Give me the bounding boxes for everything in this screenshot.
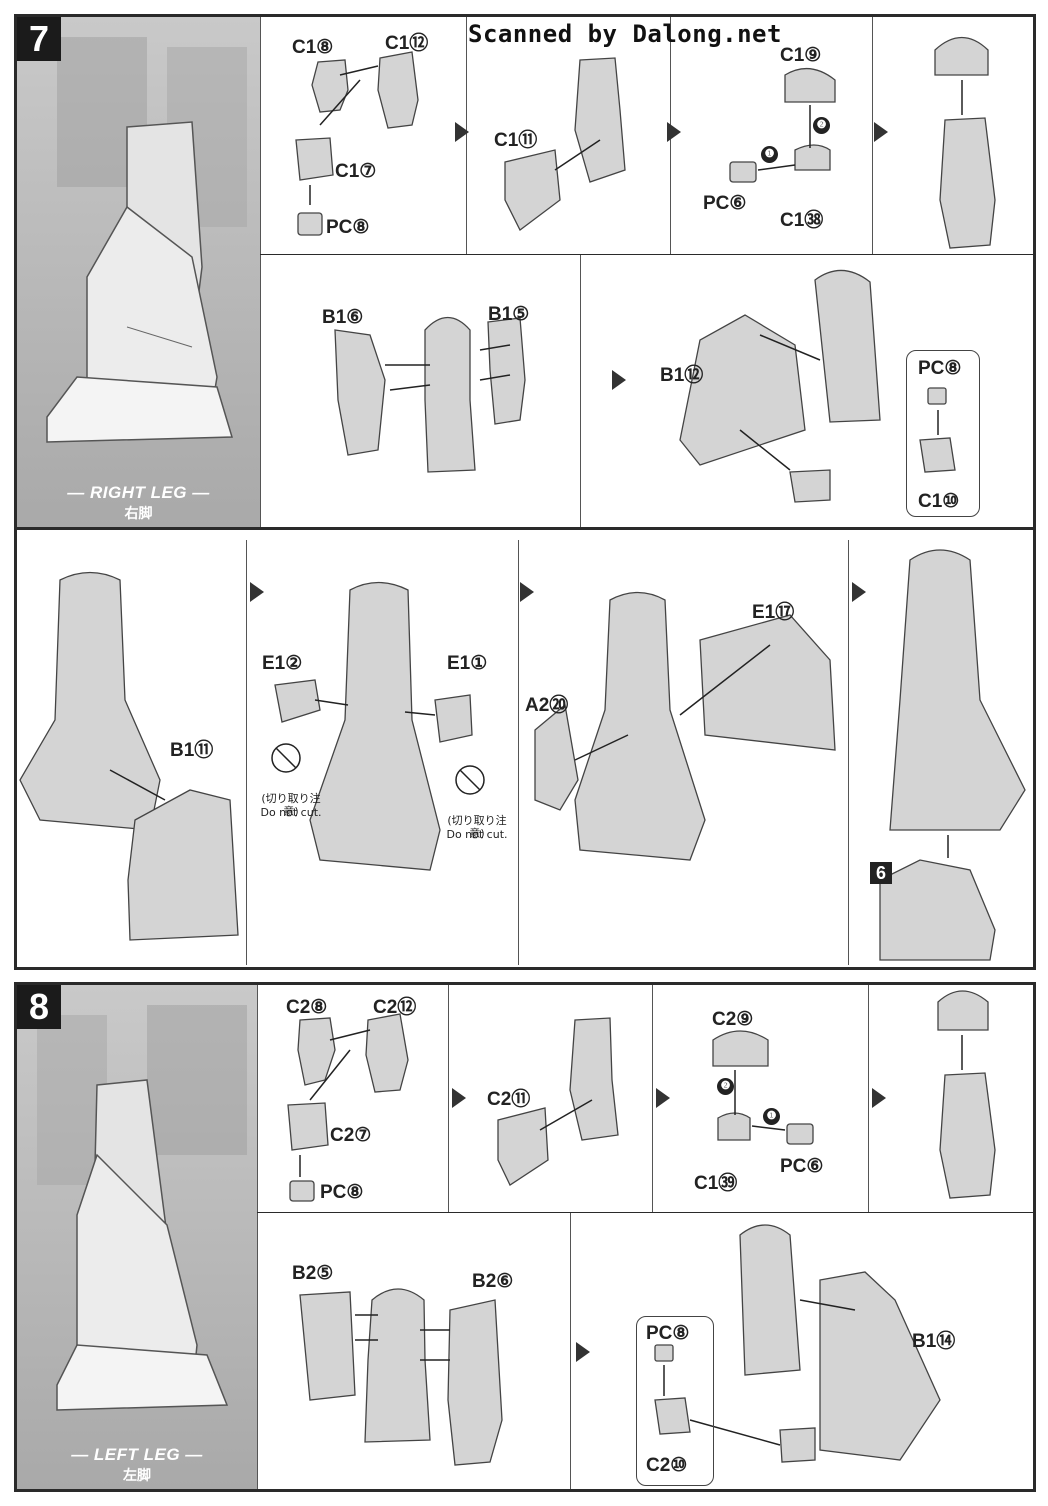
flow-arrow [852, 582, 866, 602]
step-marker-2: ❷ [813, 117, 830, 134]
step-8-title: — LEFT LEG — [71, 1445, 203, 1464]
step-marker-1: ❶ [763, 1108, 780, 1125]
flow-arrow [656, 1088, 670, 1108]
part-label-c2-10: C2⑩ [646, 1455, 688, 1476]
part-label-pc-6: PC⑥ [703, 193, 747, 214]
flow-arrow [520, 582, 534, 602]
part-label-b2-5: B2⑤ [292, 1263, 334, 1284]
step-8-row-divider [257, 1212, 1036, 1213]
step-7-row-divider [260, 254, 1036, 255]
right-leg-illustration [46, 37, 247, 443]
part-label-c1-11: C1⑪ [494, 130, 538, 151]
part-label-c1-10: C1⑩ [918, 491, 960, 512]
part-label-pc-8: PC⑧ [320, 1182, 364, 1203]
pc-inset-box [906, 350, 980, 517]
part-label-b1-5: B1⑤ [488, 304, 530, 325]
part-label-c1-12: C1⑫ [385, 33, 429, 54]
pc-inset-box [636, 1316, 714, 1486]
part-label-c2-11: C2⑪ [487, 1089, 531, 1110]
caution-label-en: Do not cut. [446, 828, 508, 841]
flow-arrow [874, 122, 888, 142]
caution-label-en: Do not cut. [260, 806, 322, 819]
step-7-subtitle: 右脚 [124, 506, 153, 522]
part-label-c2-9: C2⑨ [712, 1009, 754, 1030]
part-label-b2-6: B2⑥ [472, 1271, 514, 1292]
part-label-e1-1: E1① [447, 653, 488, 674]
flow-arrow [612, 370, 626, 390]
caution-label-jp: (切り取り注意) [447, 814, 507, 840]
flow-arrow [250, 582, 264, 602]
part-label-c1-38: C1㊳ [780, 210, 824, 231]
part-label-e1-2: E1② [262, 653, 303, 674]
part-label-c2-7: C2⑦ [330, 1125, 372, 1146]
part-label-b1-6: B1⑥ [322, 307, 364, 328]
part-label-c2-8: C2⑧ [286, 997, 328, 1018]
part-label-e1-17: E1⑰ [752, 602, 795, 623]
caution-label-jp: (切り取り注意) [261, 792, 321, 818]
step-ref-badge: 6 [870, 862, 892, 884]
scan-watermark: Scanned by Dalong.net [468, 20, 782, 48]
part-label-pc-8: PC⑧ [326, 217, 370, 238]
part-label-pc-8-inset: PC⑧ [918, 358, 962, 379]
part-label-pc-8-inset: PC⑧ [646, 1323, 690, 1344]
flow-arrow [452, 1088, 466, 1108]
step-8-number: 8 [17, 985, 61, 1029]
flow-arrow [872, 1088, 886, 1108]
part-label-a2-20: A2⑳ [525, 695, 569, 716]
flow-arrow [576, 1342, 590, 1362]
step-8-hero-image: 8 — LEFT LEG — 左脚 [17, 985, 257, 1489]
step-7-title: — RIGHT LEG — [67, 483, 210, 502]
part-label-c1-8: C1⑧ [292, 37, 334, 58]
flow-arrow [455, 122, 469, 142]
part-label-b1-11: B1⑪ [170, 740, 214, 761]
part-label-pc-6: PC⑥ [780, 1156, 824, 1177]
step-8-subtitle: 左脚 [123, 1468, 151, 1484]
left-leg-illustration [37, 1005, 247, 1411]
step-7-number: 7 [17, 17, 61, 61]
step-7-hero-image: 7 — RIGHT LEG — 右脚 [17, 17, 260, 527]
part-label-b1-14: B1⑭ [912, 1331, 956, 1352]
part-label-c1-9: C1⑨ [780, 45, 822, 66]
part-label-b1-12: B1⑫ [660, 365, 704, 386]
step-marker-1: ❶ [761, 146, 778, 163]
flow-arrow [667, 122, 681, 142]
part-label-c2-12: C2⑫ [373, 997, 417, 1018]
part-label-c1-7: C1⑦ [335, 161, 377, 182]
part-label-c1-39: C1㊴ [694, 1173, 738, 1194]
step-marker-2: ❷ [717, 1078, 734, 1095]
